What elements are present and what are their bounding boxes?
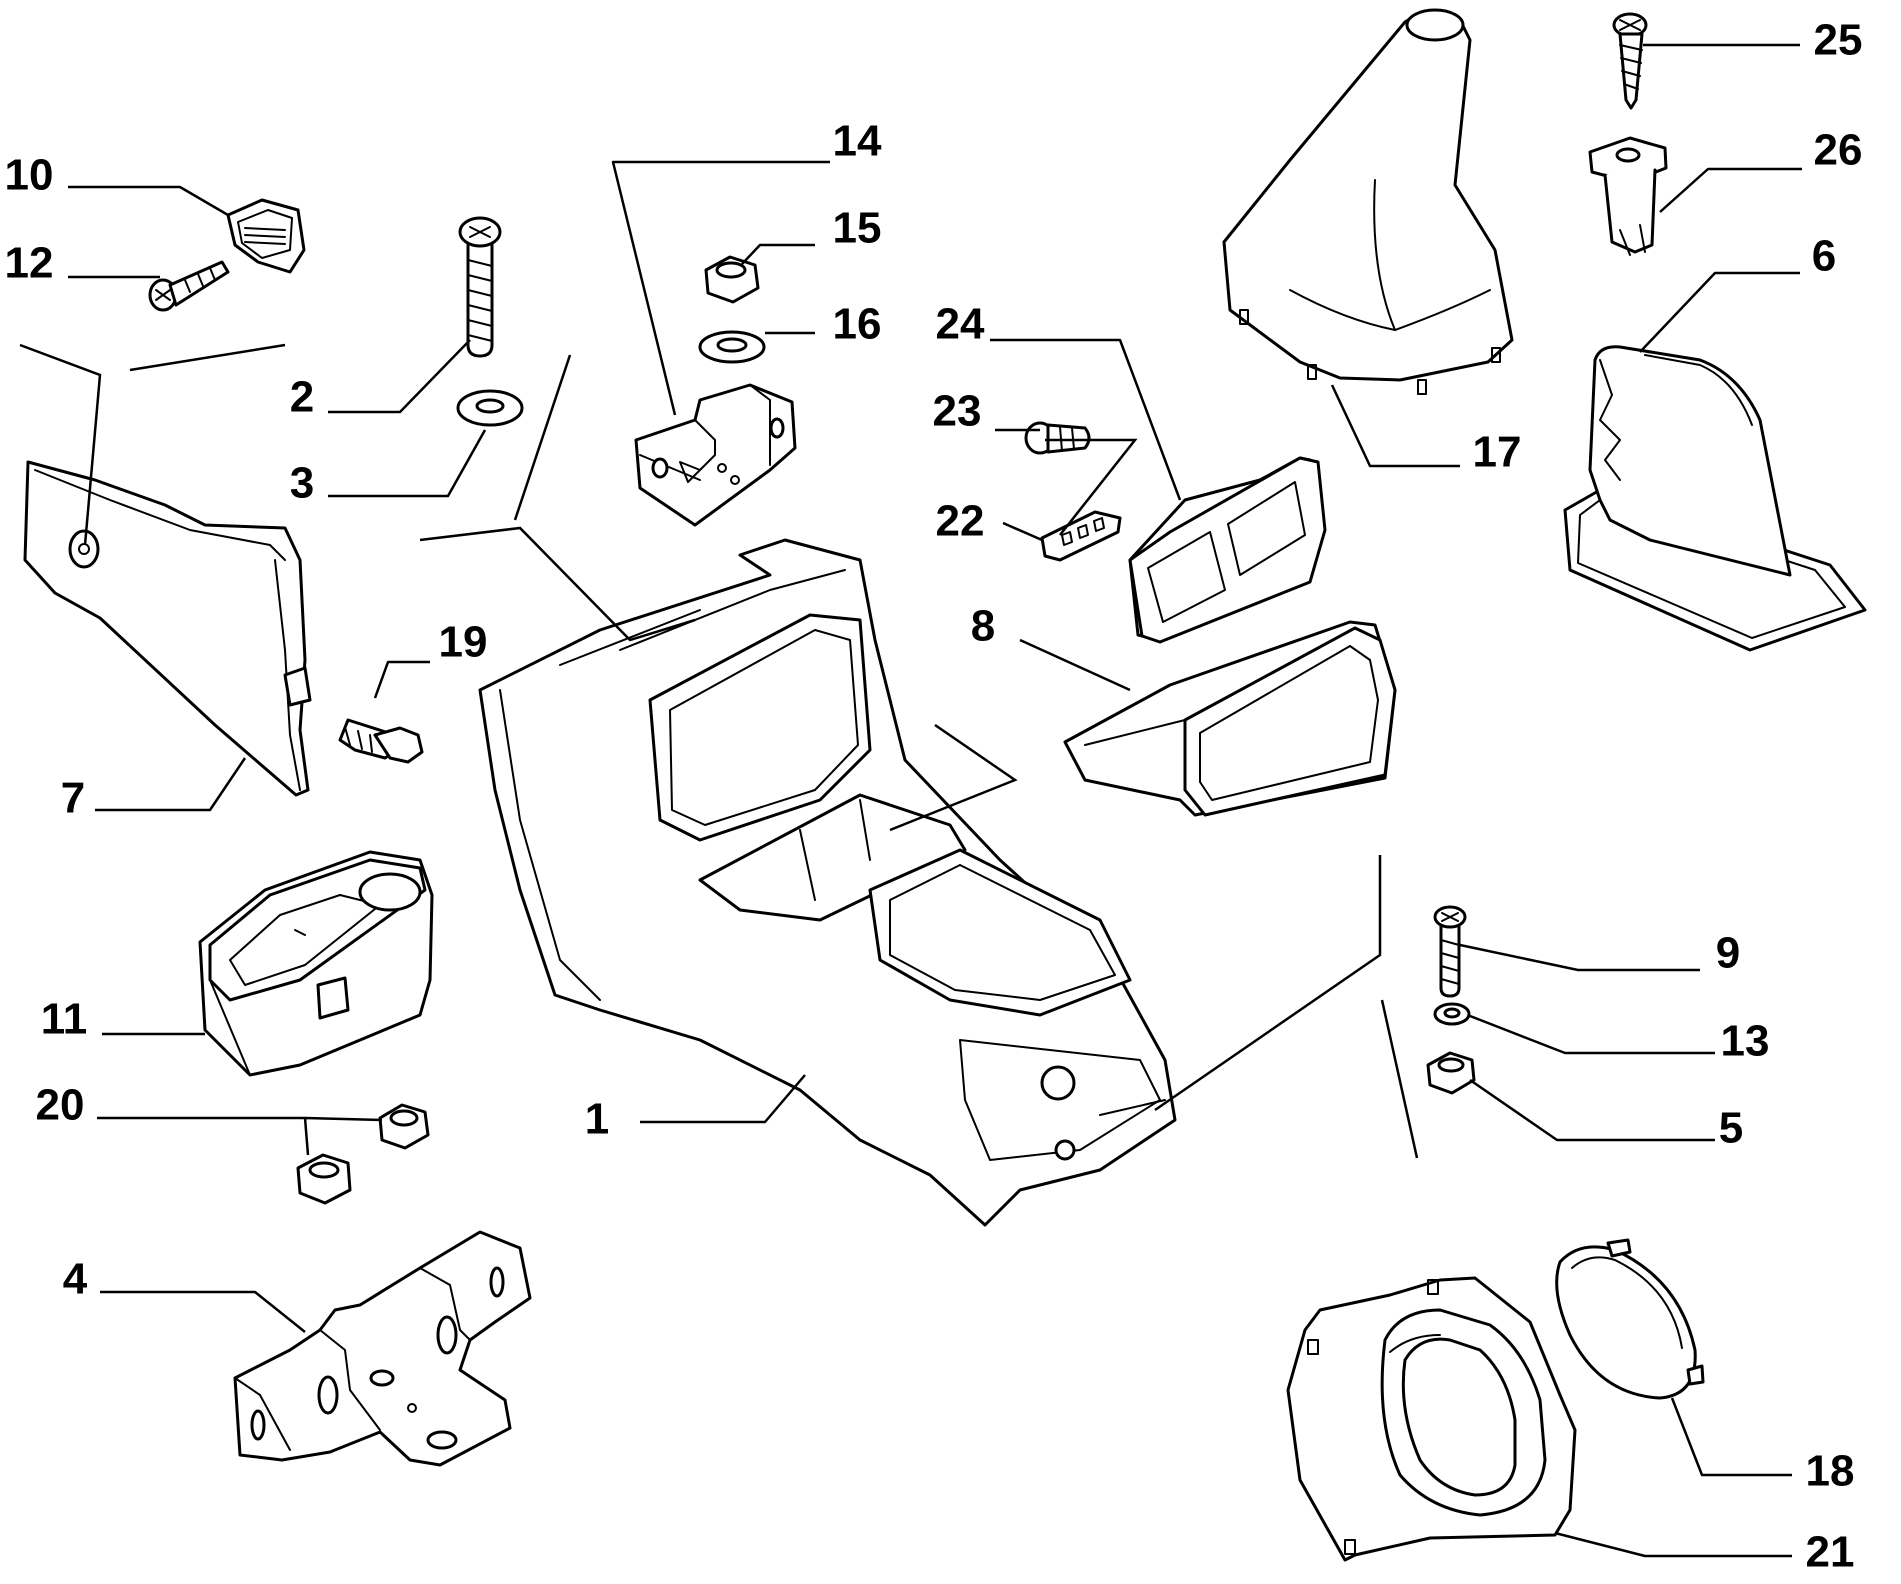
- screw-25: [1612, 12, 1648, 110]
- leader-lines: [68, 43, 1802, 1558]
- storage-tray-8: [1063, 620, 1397, 817]
- callout-11: 11: [41, 995, 88, 1044]
- oval-cover-18: [1555, 1238, 1705, 1400]
- callout-18: 18: [1806, 1447, 1855, 1496]
- callout-9: 9: [1716, 929, 1740, 978]
- callout-12: 12: [5, 239, 54, 288]
- screw-9: [1433, 905, 1467, 998]
- callout-19: 19: [439, 618, 488, 667]
- connector-10: [226, 198, 306, 274]
- callout-7: 7: [61, 774, 85, 823]
- reference-lines: [19, 343, 1419, 1159]
- gear-boot-base-6: [1563, 345, 1867, 652]
- cup-holder-tray-11: [198, 850, 434, 1077]
- callout-13: 13: [1721, 1017, 1770, 1066]
- screw-23: [1024, 421, 1091, 455]
- callout-15: 15: [833, 204, 882, 253]
- bracket-4: [233, 1230, 532, 1467]
- screw-12: [148, 260, 230, 312]
- callout-22: 22: [936, 497, 985, 546]
- side-trim-panel-7: [23, 460, 312, 797]
- callout-17: 17: [1473, 428, 1522, 477]
- callout-14: 14: [833, 117, 882, 166]
- callout-8: 8: [971, 602, 995, 651]
- support-bracket-14: [634, 383, 797, 527]
- callout-5: 5: [1719, 1104, 1743, 1153]
- nut-15: [704, 255, 760, 304]
- bolt-19: [338, 718, 424, 764]
- callout-24: 24: [936, 300, 985, 349]
- double-pocket-tray-24: [1128, 456, 1327, 644]
- clip-nut-26: [1588, 136, 1668, 256]
- callout-20: 20: [36, 1081, 85, 1130]
- callout-23: 23: [933, 387, 982, 436]
- washer-13: [1433, 1002, 1471, 1026]
- callout-10: 10: [5, 151, 54, 200]
- callout-3: 3: [290, 459, 314, 508]
- callout-26: 26: [1814, 126, 1863, 175]
- clip-22: [1040, 510, 1122, 562]
- callout-2: 2: [290, 373, 314, 422]
- screw-2: [458, 216, 502, 358]
- callout-numbers: 1 2 3 4 5 6 7 8 9 10 11 12 13 14 15 16 1…: [5, 16, 1863, 1577]
- nut-5: [1426, 1051, 1476, 1095]
- nut-20a: [378, 1103, 430, 1150]
- washer-3: [456, 389, 524, 427]
- callout-1: 1: [585, 1095, 609, 1144]
- callout-4: 4: [63, 1255, 88, 1304]
- callout-25: 25: [1814, 16, 1863, 65]
- callout-6: 6: [1812, 232, 1836, 281]
- callout-16: 16: [833, 300, 882, 349]
- callout-21: 21: [1806, 1528, 1855, 1577]
- nut-20b: [296, 1153, 352, 1205]
- center-console: [478, 538, 1177, 1227]
- gear-lever-boot-17: [1222, 8, 1514, 395]
- washer-16: [698, 330, 766, 364]
- shift-surround-21: [1286, 1276, 1577, 1562]
